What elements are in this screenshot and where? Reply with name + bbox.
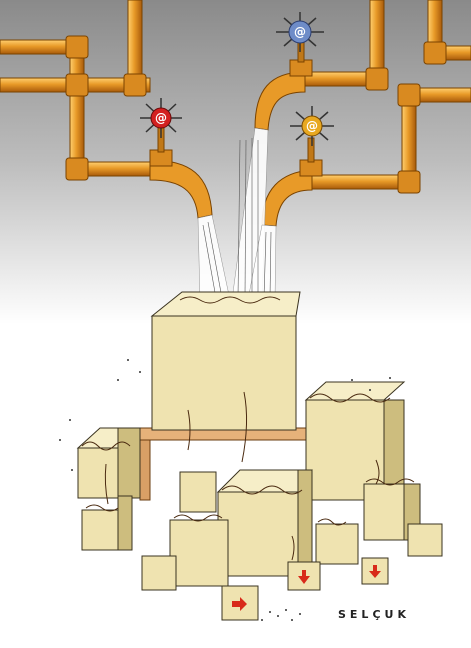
tap-left (149, 127, 213, 219)
text-stream-lines (202, 138, 272, 299)
handle-blue (276, 12, 324, 52)
handle-blue-symbol: @ (294, 25, 306, 39)
scribbles (81, 296, 415, 561)
artist-signature: SELÇUK (338, 608, 410, 621)
tap-middle (254, 39, 313, 131)
handle-gold-symbol: @ (306, 119, 318, 133)
red-arrow-icons (232, 565, 381, 611)
boxes (76, 291, 443, 621)
text-streams (197, 127, 277, 301)
pipes (0, 0, 471, 194)
handle-red-symbol: @ (155, 111, 167, 125)
letter-fragments (59, 359, 391, 621)
handle-gold (290, 106, 334, 146)
handle-red (140, 98, 182, 138)
